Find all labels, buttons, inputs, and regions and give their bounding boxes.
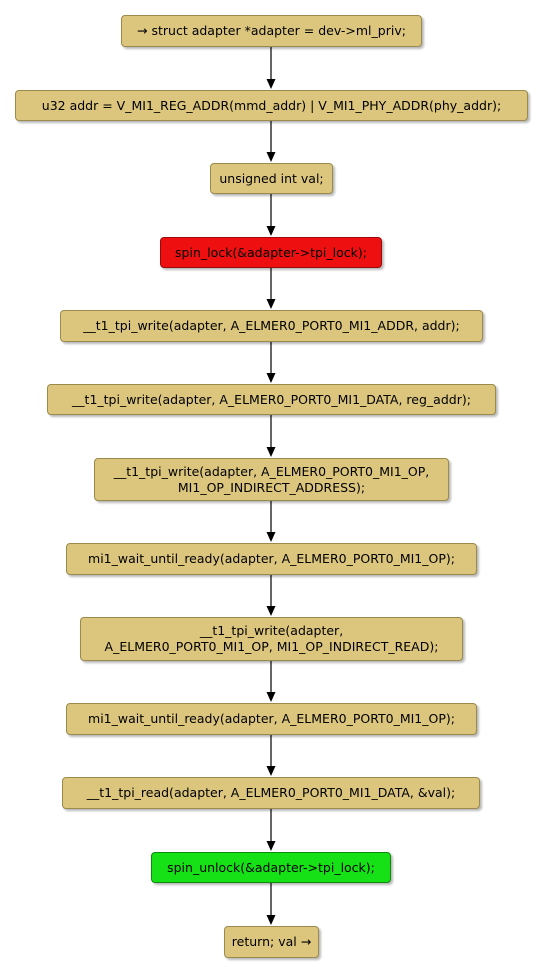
edge-arrowhead-0 [266,79,276,89]
node-label-line-1: __t1_tpi_write(adapter, A_ELMER0_PORT0_M… [113,463,430,479]
flow-node-tpi-write-op-indirect-read: __t1_tpi_write(adapter, A_ELMER0_PORT0_M… [80,617,463,661]
flow-node-spin-unlock: spin_unlock(&adapter->tpi_lock); [151,852,391,883]
flow-node-mi1-wait-until-ready-2: mi1_wait_until_ready(adapter, A_ELMER0_P… [66,703,477,735]
node-label: unsigned int val; [219,170,324,186]
node-label: mi1_wait_until_ready(adapter, A_ELMER0_P… [88,551,455,566]
node-label: u32 addr = V_MI1_REG_ADDR(mmd_addr) | V_… [41,97,502,113]
node-label: → struct adapter *adapter = dev->ml_priv… [137,23,406,38]
node-label: spin_unlock(&adapter->tpi_lock); [167,859,375,875]
node-label: mi1_wait_until_ready(adapter, A_ELMER0_P… [88,711,455,726]
node-label: spin_lock(&adapter->tpi_lock); [175,244,367,260]
flow-node-unsigned-int-val: unsigned int val; [210,163,333,194]
flow-node-tpi-read-data: __t1_tpi_read(adapter, A_ELMER0_PORT0_MI… [62,777,480,809]
flow-node-return-val: return; val → [224,926,319,958]
edge-arrowhead-7 [266,606,276,616]
node-label-line-1: __t1_tpi_write(adapter, [199,623,344,638]
edge-arrowhead-5 [266,447,276,457]
edge-arrowhead-11 [266,915,276,925]
flow-node-u32-addr: u32 addr = V_MI1_REG_ADDR(mmd_addr) | V_… [15,90,528,121]
flow-node-spin-lock: spin_lock(&adapter->tpi_lock); [160,237,382,268]
edge-arrowhead-1 [266,152,276,162]
node-label-line-2: MI1_OP_INDIRECT_ADDRESS); [177,479,366,495]
flow-node-tpi-write-addr: __t1_tpi_write(adapter, A_ELMER0_PORT0_M… [60,310,483,342]
node-label: __t1_tpi_read(adapter, A_ELMER0_PORT0_MI… [86,785,456,800]
flow-node-tpi-write-op-indirect-address: __t1_tpi_write(adapter, A_ELMER0_PORT0_M… [94,458,449,501]
edge-arrowhead-8 [266,692,276,702]
edge-arrowhead-6 [266,532,276,542]
node-label-line-2: A_ELMER0_PORT0_MI1_OP, MI1_OP_INDIRECT_R… [104,639,439,654]
edge-arrowhead-3 [266,299,276,309]
flow-node-mi1-wait-until-ready-1: mi1_wait_until_ready(adapter, A_ELMER0_P… [66,543,477,575]
flow-node-tpi-write-data: __t1_tpi_write(adapter, A_ELMER0_PORT0_M… [47,384,496,415]
edge-arrowhead-2 [266,226,276,236]
flow-node-struct-adapter: → struct adapter *adapter = dev->ml_priv… [121,15,422,47]
edge-arrowhead-4 [266,373,276,383]
edge-arrowhead-10 [266,841,276,851]
edge-arrowhead-9 [266,766,276,776]
node-label: __t1_tpi_write(adapter, A_ELMER0_PORT0_M… [72,391,471,407]
node-label: __t1_tpi_write(adapter, A_ELMER0_PORT0_M… [83,318,460,333]
node-label: return; val → [231,934,312,949]
